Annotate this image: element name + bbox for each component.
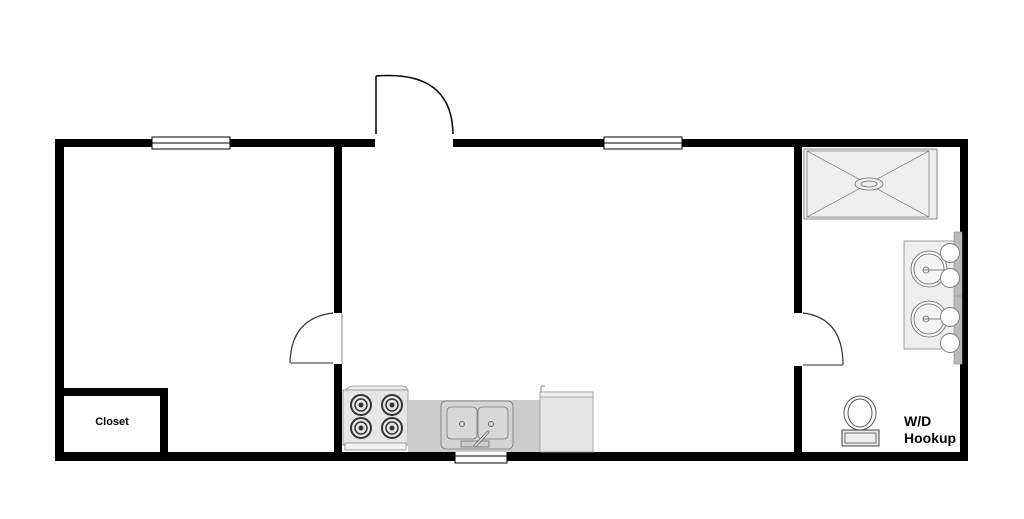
double-vanity <box>903 231 963 365</box>
bathroom-door <box>802 312 844 366</box>
faucet-knob-icon <box>940 243 960 353</box>
interior-walls <box>60 147 802 454</box>
living-window <box>603 136 683 150</box>
burner-icon <box>350 394 403 439</box>
bedroom-window <box>151 136 231 150</box>
shower <box>803 148 938 220</box>
kitchen-window <box>454 449 508 464</box>
wd-hookup-label-line1: W/D <box>904 413 931 429</box>
bedroom-door <box>289 312 343 364</box>
wd-hookup-label-line2: Hookup <box>904 430 956 446</box>
sink-basin-icon <box>910 250 948 338</box>
front-entry-door <box>375 74 454 135</box>
toilet <box>841 395 880 447</box>
refrigerator <box>539 385 594 453</box>
range-4-burner <box>342 385 409 451</box>
closet-label: Closet <box>95 416 129 428</box>
double-kitchen-sink <box>408 400 540 452</box>
